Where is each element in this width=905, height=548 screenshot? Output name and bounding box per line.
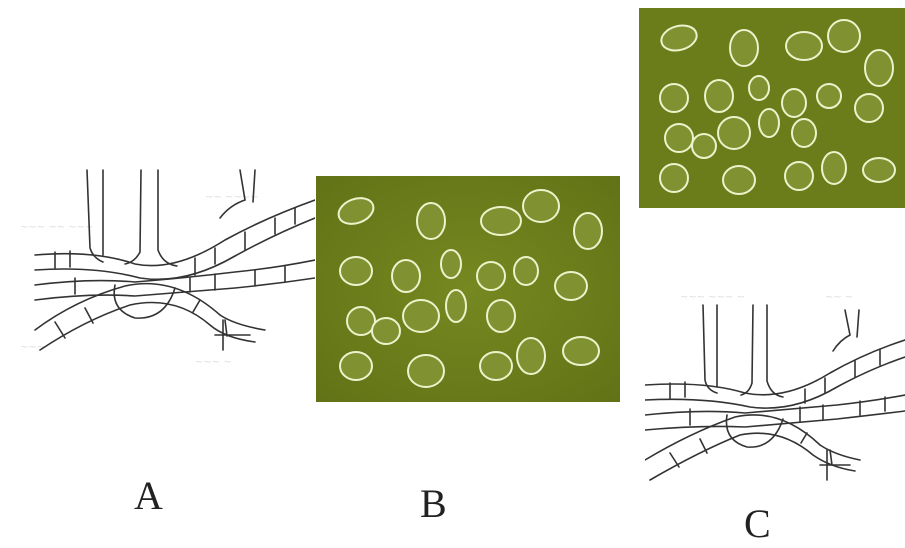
svg-text:~~~ ~~ ~~~: ~~~ ~~ ~~~ (20, 222, 93, 233)
panel-label-a: A (134, 476, 163, 516)
svg-text:~~ ~: ~~ ~ (825, 292, 853, 303)
hyphae-drawing-c: ~~~ ~~~ ~ ~~ ~ (645, 285, 905, 495)
svg-text:~~~ ~: ~~~ ~ (195, 357, 232, 368)
panel-label-b: B (420, 484, 447, 524)
spore-micrograph-c (639, 8, 905, 208)
spore-micrograph-b (316, 176, 620, 402)
svg-text:~~~ ~~~ ~: ~~~ ~~~ ~ (680, 292, 745, 303)
hyphae-drawing-a: ~~~ ~~ ~~~ ~~ ~~~~ ~~~ ~~~ ~ (15, 160, 315, 390)
panel-label-c: C (744, 504, 771, 544)
svg-text:~~ ~~~~: ~~ ~~~~ (205, 192, 258, 203)
svg-text:~~~: ~~~ (20, 342, 45, 353)
